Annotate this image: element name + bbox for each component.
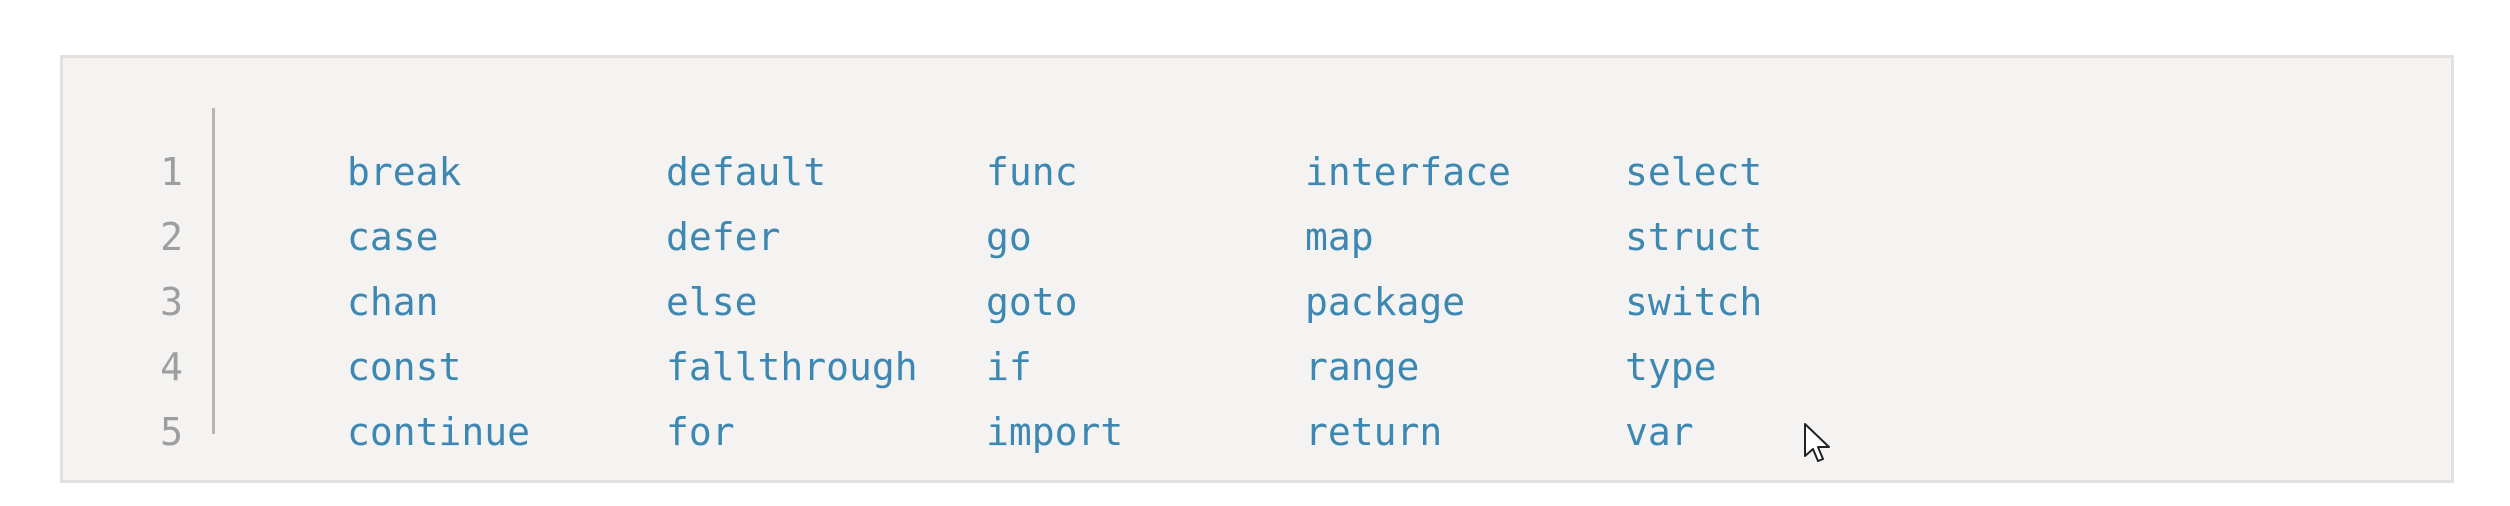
keyword: const (347, 345, 462, 389)
line-number: 4 (160, 345, 183, 389)
keyword: switch (1625, 280, 1763, 324)
keyword: return (1305, 410, 1443, 454)
mouse-pointer-icon (1804, 423, 1830, 462)
keyword: range (1305, 345, 1420, 389)
keyword: func (986, 150, 1078, 194)
code-block: 1 2 3 4 5 break default func interface s… (60, 55, 2454, 483)
keyword: defer (666, 215, 781, 259)
keyword: else (666, 280, 758, 324)
keyword: type (1625, 345, 1717, 389)
keyword: for (666, 410, 735, 454)
keyword: interface (1305, 150, 1511, 194)
keyword: struct (1625, 215, 1763, 259)
line-number: 2 (160, 215, 183, 259)
keyword: select (1625, 150, 1763, 194)
keyword: var (1625, 410, 1694, 454)
keyword: if (986, 345, 1032, 389)
keyword: goto (986, 280, 1078, 324)
line-number: 3 (160, 280, 183, 324)
line-number: 5 (160, 410, 183, 454)
keyword: go (986, 215, 1032, 259)
line-number: 1 (160, 150, 183, 194)
keyword: import (986, 410, 1124, 454)
keyword: package (1305, 280, 1466, 324)
keyword: default (666, 150, 827, 194)
keyword: break (347, 150, 462, 194)
gutter-divider (212, 108, 215, 434)
keyword: case (347, 215, 439, 259)
keyword: map (1305, 215, 1374, 259)
keyword: continue (347, 410, 531, 454)
line-number-gutter: 1 2 3 4 5 (63, 58, 183, 480)
keyword: fallthrough (666, 345, 918, 389)
keyword: chan (347, 280, 439, 324)
